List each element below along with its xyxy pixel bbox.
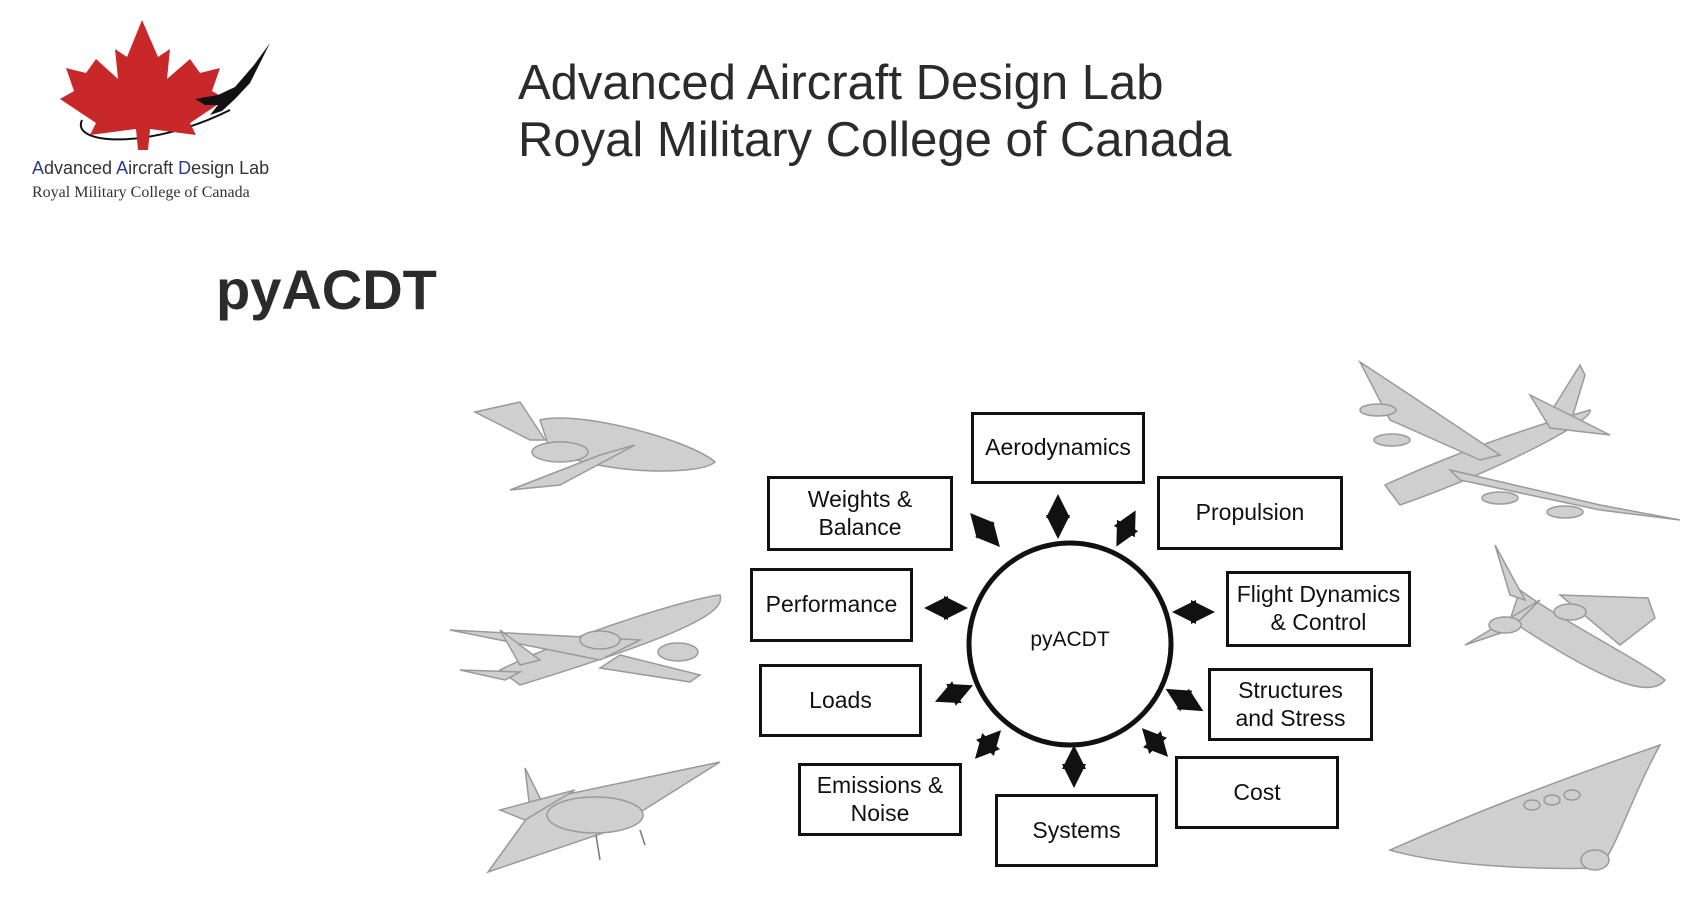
logo-text-ircraft: ircraft xyxy=(128,158,179,178)
aircraft-box-wing xyxy=(1464,544,1667,689)
module-structures: Structures and Stress xyxy=(1208,668,1373,741)
maple-leaf-icon xyxy=(60,20,226,150)
module-flight-dynamics: Flight Dynamics & Control xyxy=(1226,571,1411,647)
header-lab-name: Advanced Aircraft Design Lab xyxy=(518,56,1164,110)
logo-lab-name: Advanced Aircraft Design Lab xyxy=(32,158,269,179)
module-performance: Performance xyxy=(750,568,913,642)
logo-text-dvanced: dvanced xyxy=(44,158,117,178)
arrow-weights xyxy=(970,512,1000,548)
module-weights: Weights & Balance xyxy=(767,476,953,551)
header-college-name: Royal Military College of Canada xyxy=(518,113,1232,167)
arrow-cost xyxy=(1141,728,1169,757)
logo-initial-a2: A xyxy=(116,158,129,178)
arrow-loads xyxy=(935,681,973,706)
module-systems: Systems xyxy=(995,794,1158,867)
module-aerodynamics: Aerodynamics xyxy=(971,412,1145,484)
aircraft-business-jet xyxy=(472,401,717,491)
logo-college-name: Royal Military College of Canada xyxy=(32,184,250,201)
logo-initial-d: D xyxy=(178,158,192,178)
module-cost: Cost xyxy=(1175,756,1339,829)
lab-logo xyxy=(60,20,270,150)
arrow-emissions xyxy=(974,730,1002,759)
module-loads: Loads xyxy=(759,664,922,737)
aircraft-heavy-jet xyxy=(1358,359,1681,521)
page-title: pyACDT xyxy=(216,258,437,321)
aircraft-airliner xyxy=(449,594,722,686)
hub-label: pyACDT xyxy=(1030,628,1110,651)
aircraft-aerobatic xyxy=(486,761,721,874)
arrow-structures xyxy=(1165,688,1204,712)
logo-text-esign: esign Lab xyxy=(191,158,270,178)
module-propulsion: Propulsion xyxy=(1157,476,1343,550)
aircraft-blended-wing-body xyxy=(1387,743,1662,871)
module-emissions: Emissions & Noise xyxy=(798,763,962,836)
jet-icon xyxy=(195,43,270,115)
logo-initial-a1: A xyxy=(32,158,45,178)
arrow-propulsion xyxy=(1113,510,1139,547)
